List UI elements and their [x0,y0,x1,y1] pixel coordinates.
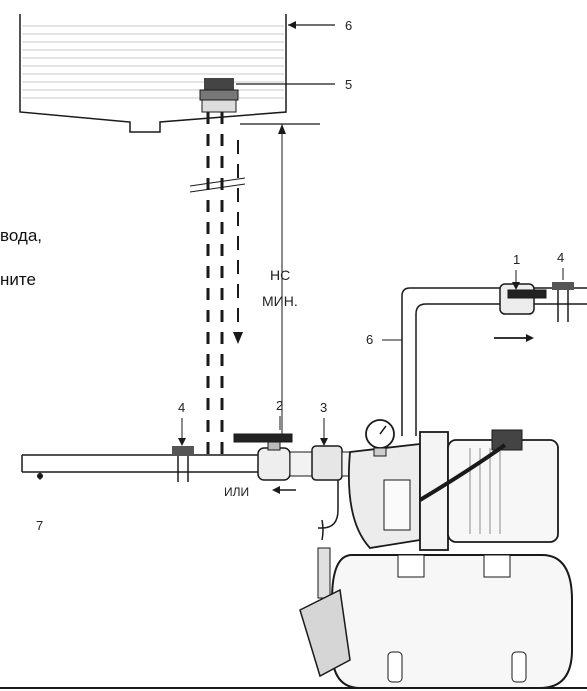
outlet-flow-arrow-head [526,334,534,342]
arrow-outlet-valve [512,282,520,290]
pump-unit [347,419,559,551]
suction-fitting [172,446,194,482]
label-foot-valve: 5 [345,77,352,92]
label-suction-height: НС [270,267,290,283]
side-text-line-1: вода, [0,226,43,245]
flow-arrow-down [233,332,243,344]
foot-valve [199,78,239,113]
label-outlet-valve: 1 [513,252,520,267]
pump-inlet-pipe [318,480,339,541]
label-tank: 6 [345,18,352,33]
side-text-line-2: ните [0,270,36,289]
label-outlet-fitting: 4 [557,250,564,265]
break-mark-2 [189,183,246,193]
water-tank [19,14,287,133]
label-check-valve: 3 [320,400,327,415]
label-drain: 7 [36,518,43,533]
label-suction-valve: 2 [276,398,283,413]
arrow-check-valve [320,438,328,446]
label-delivery-pipe: 6 [366,332,373,347]
suction-ball-valve [233,433,293,481]
vertical-suction-pipe [206,112,224,455]
horizontal-suction-pipe [21,454,262,473]
outlet-fitting [552,282,574,322]
label-suction-fitting: 4 [178,400,185,415]
or-arrow-head [272,486,280,494]
break-mark [189,177,246,187]
dim-arrow-top [278,124,286,134]
delivery-pipe [401,287,587,436]
arrow-suction-fitting [178,438,186,446]
outlet-ball-valve [499,283,547,315]
pressure-tank [299,547,573,689]
label-suction-height-min: МИН. [262,293,298,309]
label-or: ИЛИ [224,485,249,499]
arrow-tank [288,21,296,29]
